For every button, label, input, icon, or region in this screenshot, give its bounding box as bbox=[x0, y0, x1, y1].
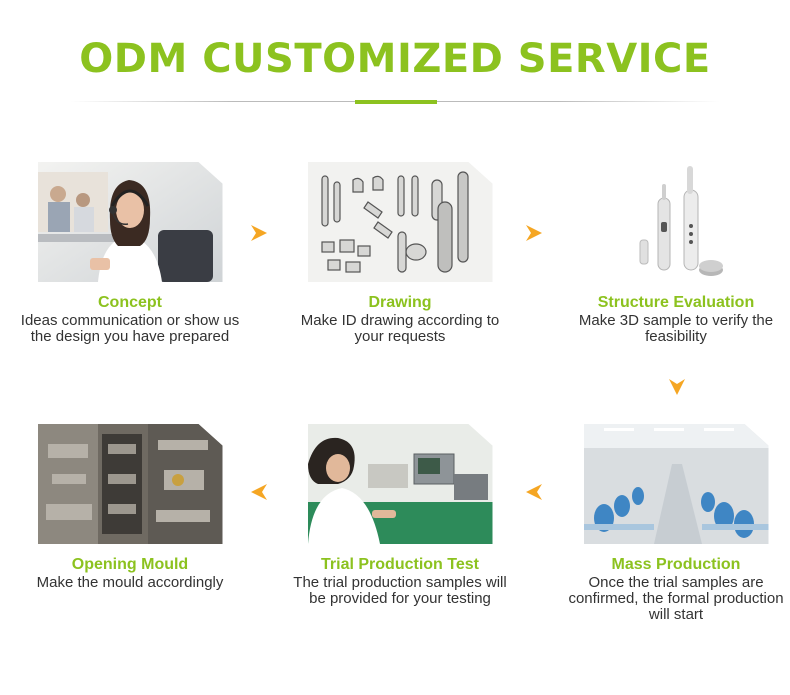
mould-photo bbox=[37, 424, 223, 544]
factory-line-photo bbox=[583, 424, 769, 544]
step-trial-production-test: Trial Production Test The trial producti… bbox=[280, 424, 520, 607]
chevron-right-icon bbox=[524, 223, 544, 243]
step-description: Make ID drawing according to your reques… bbox=[300, 312, 500, 345]
step-title: Trial Production Test bbox=[321, 556, 479, 573]
step-concept: Concept Ideas communication or show us t… bbox=[10, 162, 250, 345]
step-opening-mould: Opening Mould Make the mould accordingly bbox=[10, 424, 250, 591]
title-divider-accent bbox=[355, 100, 437, 104]
step-title: Drawing bbox=[368, 294, 432, 311]
chevron-left-icon bbox=[249, 482, 269, 502]
sketch-photo bbox=[307, 162, 493, 282]
step-title: Opening Mould bbox=[71, 556, 189, 573]
step-description: Ideas communication or show us the desig… bbox=[20, 312, 240, 345]
step-description: Make 3D sample to verify the feasibility bbox=[578, 312, 774, 345]
chevron-right-icon bbox=[249, 223, 269, 243]
step-title: Mass Production bbox=[611, 556, 741, 573]
step-title: Structure Evaluation bbox=[597, 294, 755, 311]
step-description: The trial production samples will be pro… bbox=[293, 574, 507, 607]
step-mass-production: Mass Production Once the trial samples a… bbox=[556, 424, 790, 623]
step-description: Once the trial samples are confirmed, th… bbox=[568, 574, 784, 623]
step-drawing: Drawing Make ID drawing according to you… bbox=[280, 162, 520, 345]
3d-sample-photo bbox=[583, 162, 769, 282]
step-structure-evaluation: Structure Evaluation Make 3D sample to v… bbox=[556, 162, 790, 345]
step-description: Make the mould accordingly bbox=[36, 574, 224, 591]
page-title: ODM CUSTOMIZED SERVICE bbox=[79, 36, 711, 82]
step-title: Concept bbox=[98, 294, 162, 311]
lab-test-photo bbox=[307, 424, 493, 544]
chevron-left-icon bbox=[524, 482, 544, 502]
call-center-photo bbox=[37, 162, 223, 282]
chevron-down-icon bbox=[667, 377, 687, 397]
